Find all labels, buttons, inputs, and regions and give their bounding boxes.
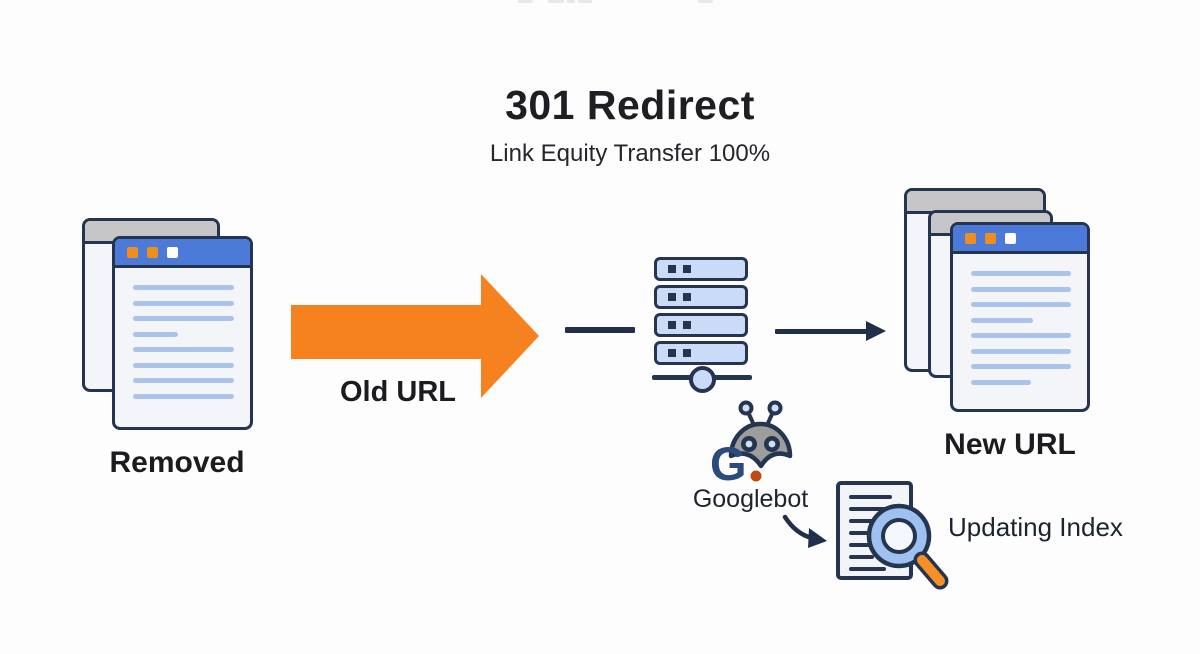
window-content bbox=[115, 268, 250, 399]
connector-line-left bbox=[565, 327, 635, 333]
server-unit bbox=[654, 257, 748, 281]
page-subtitle: Link Equity Transfer 100% bbox=[489, 140, 771, 167]
document-text-lines bbox=[849, 495, 892, 571]
window-dot-icon bbox=[965, 232, 976, 244]
cropped-text-remnant bbox=[518, 0, 533, 3]
server-unit bbox=[654, 285, 748, 309]
old-url-arrow-head bbox=[481, 274, 539, 398]
server-icon bbox=[654, 257, 748, 369]
server-unit bbox=[654, 341, 748, 365]
server-stand-node bbox=[689, 366, 716, 393]
updating-index-icon bbox=[836, 481, 949, 590]
googlebot-label: Googlebot bbox=[692, 485, 809, 513]
g-period-dot bbox=[750, 470, 762, 482]
connector-arrowhead-icon bbox=[866, 321, 886, 341]
window-content bbox=[953, 254, 1087, 385]
window-dot-icon bbox=[985, 232, 996, 244]
cropped-text-remnant bbox=[698, 0, 713, 3]
window-dot-icon bbox=[1005, 232, 1016, 244]
server-unit bbox=[654, 313, 748, 337]
blue-titlebar bbox=[115, 239, 250, 268]
window-dot-icon bbox=[167, 246, 178, 258]
blue-titlebar bbox=[953, 225, 1087, 254]
curved-arrow-icon bbox=[782, 514, 827, 548]
googlebot-icon: G bbox=[710, 400, 793, 490]
new-url-label: New URL bbox=[944, 428, 1076, 461]
google-g-mark: G bbox=[710, 437, 747, 490]
window-dot-icon bbox=[147, 246, 158, 258]
new-page-window-front bbox=[950, 222, 1090, 412]
removed-label: Removed bbox=[109, 446, 245, 479]
window-dot-icon bbox=[127, 246, 138, 258]
old-page-window-front bbox=[112, 236, 253, 430]
updating-index-label: Updating Index bbox=[948, 512, 1123, 542]
cropped-text-remnant bbox=[567, 0, 575, 3]
old-url-label: Old URL bbox=[340, 376, 456, 408]
old-url-arrow-shaft bbox=[291, 305, 482, 359]
page-title: 301 Redirect bbox=[505, 82, 755, 128]
cropped-text-remnant bbox=[548, 0, 564, 3]
cropped-text-remnant bbox=[578, 0, 592, 3]
connector-line-right bbox=[775, 329, 868, 334]
